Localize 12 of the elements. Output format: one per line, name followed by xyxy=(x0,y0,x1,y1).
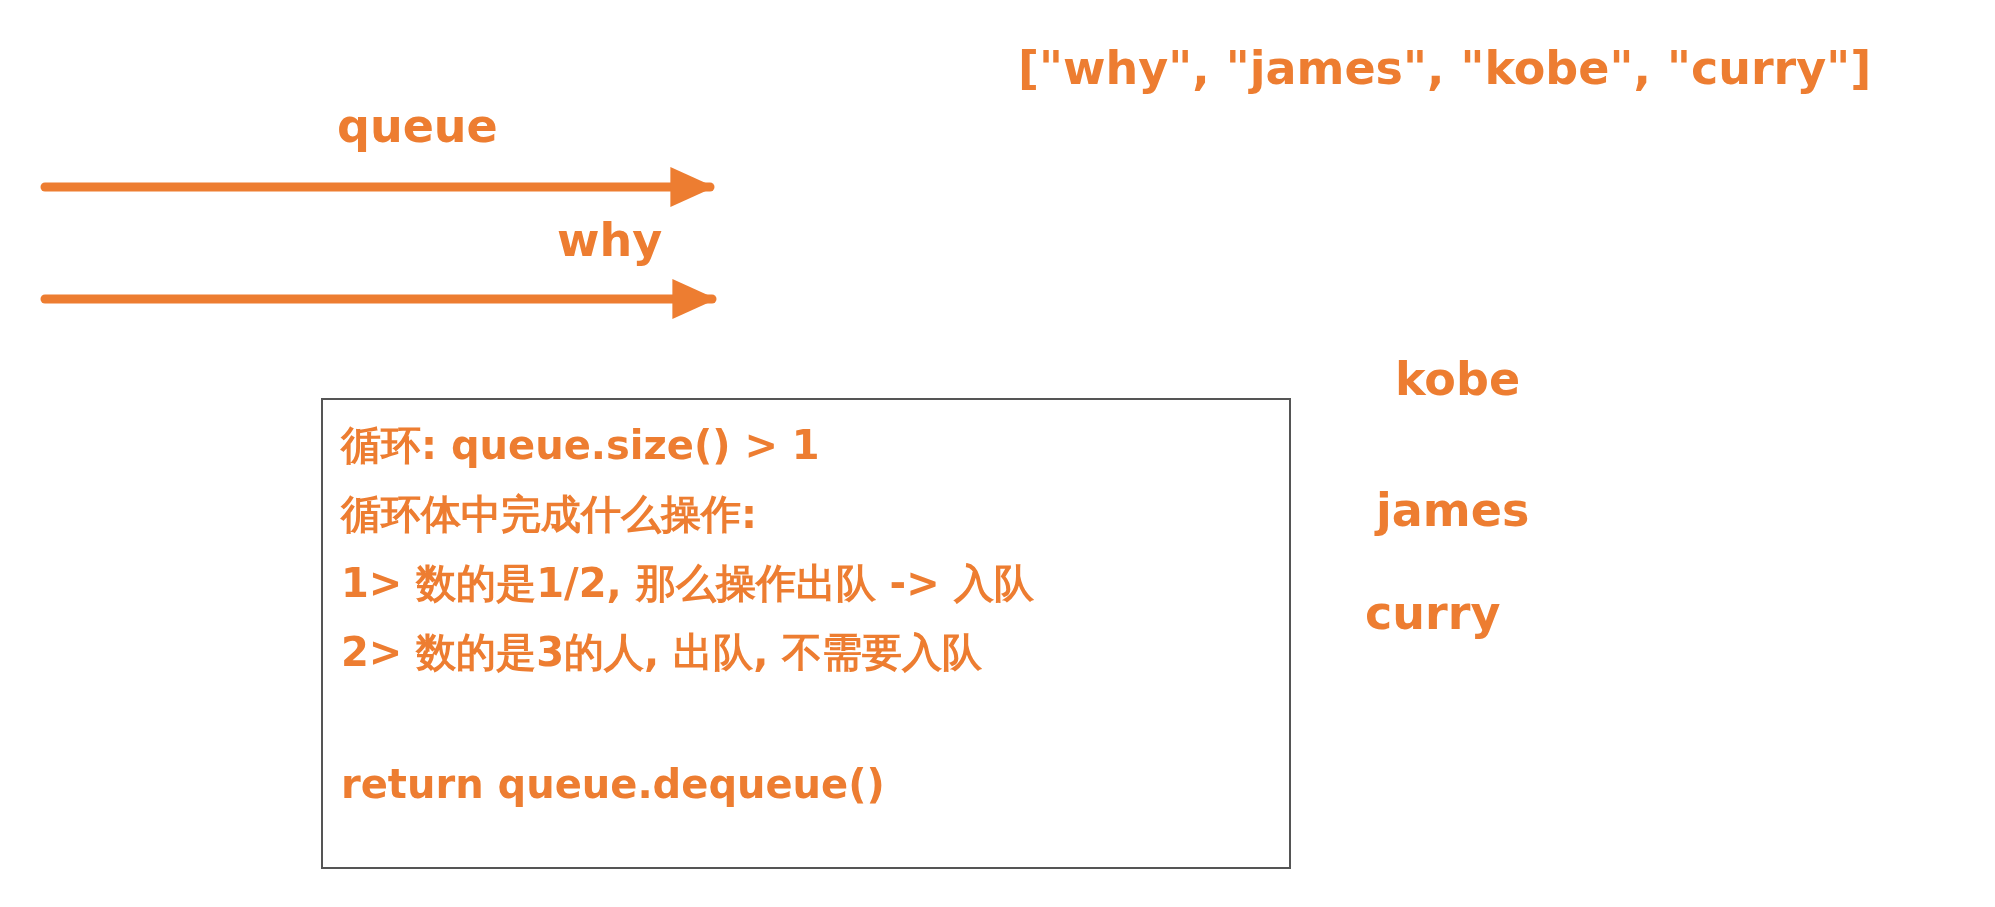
code-line: 循环体中完成什么操作: xyxy=(341,491,757,537)
code-line: 1> 数的是1/2, 那么操作出队 -> 入队 xyxy=(341,560,1034,606)
text-box xyxy=(321,398,1291,869)
code-line: 循环: queue.size() > 1 xyxy=(341,422,820,468)
code-line: 2> 数的是3的人, 出队, 不需要入队 xyxy=(341,629,983,675)
name-label: james xyxy=(1376,484,1530,537)
array-text: ["why", "james", "kobe", "curry"] xyxy=(1018,42,1872,95)
name-label: kobe xyxy=(1395,353,1521,406)
name-label: queue xyxy=(337,100,498,153)
code-line: return queue.dequeue() xyxy=(341,761,885,807)
name-label: why xyxy=(557,214,663,267)
name-label: curry xyxy=(1365,587,1501,640)
